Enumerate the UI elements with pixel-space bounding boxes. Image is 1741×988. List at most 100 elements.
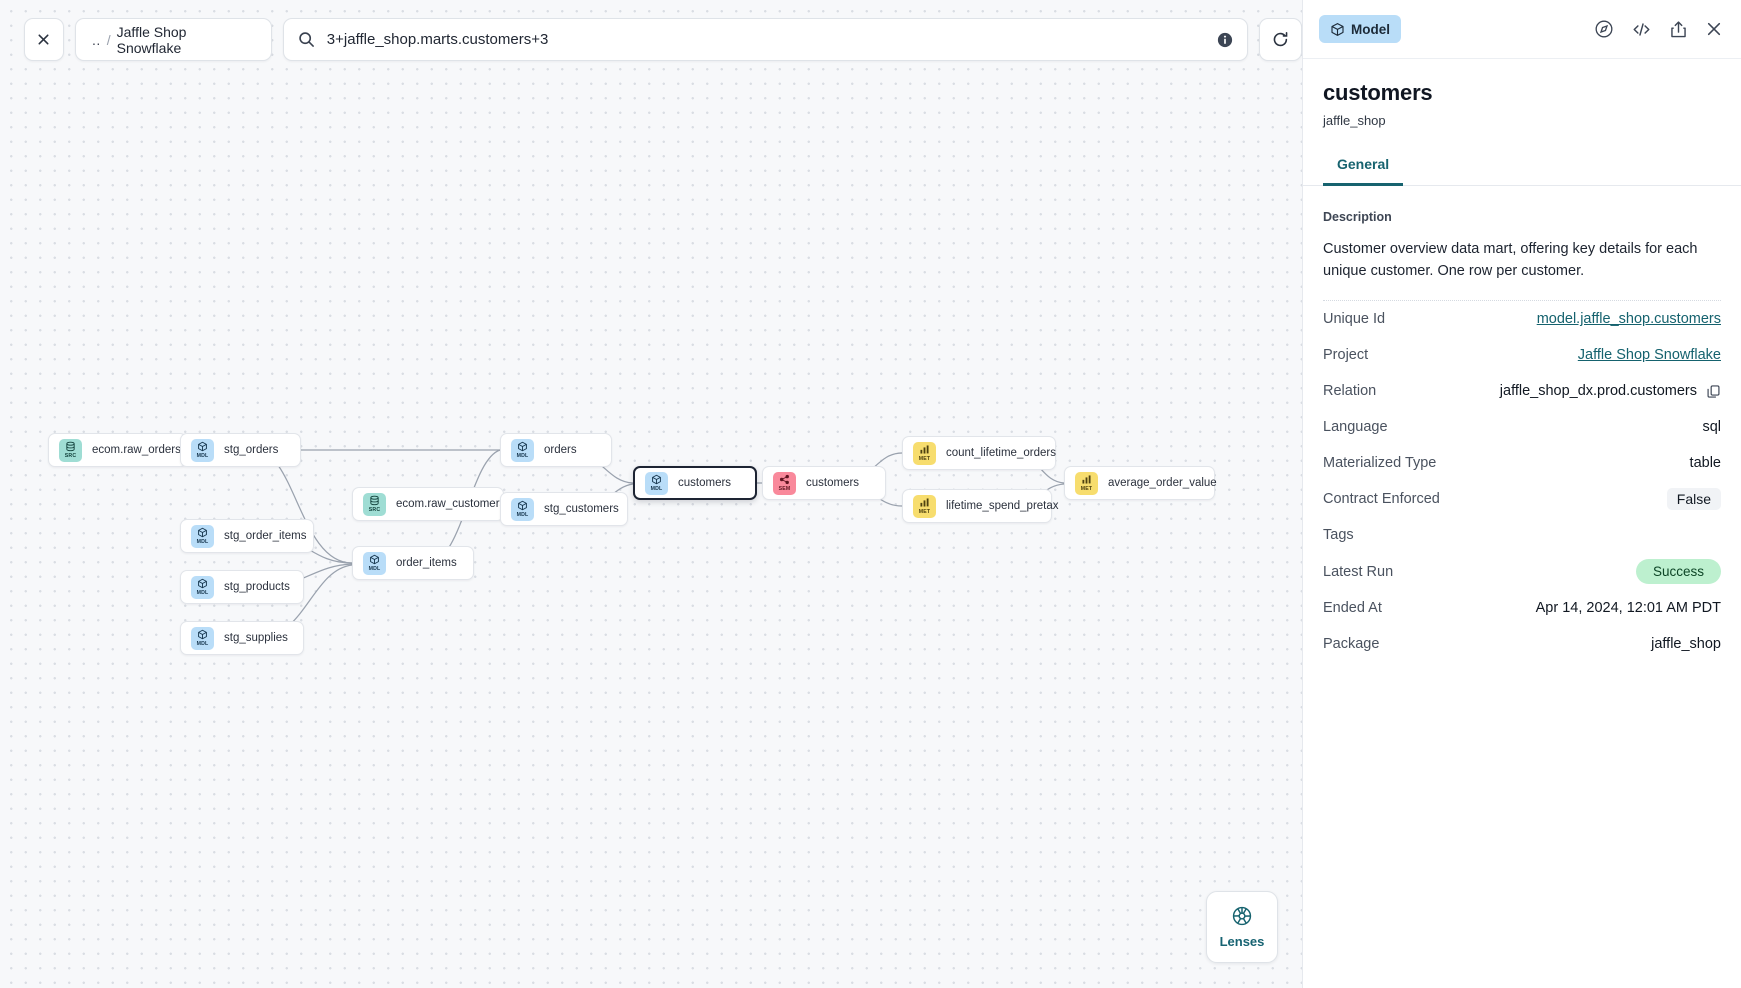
property-key: Language [1323, 419, 1388, 436]
property-value[interactable]: jaffle_shop_dx.prod.customers [1500, 383, 1721, 399]
property-value[interactable]: Jaffle Shop Snowflake [1577, 347, 1721, 364]
description-text: Customer overview data mart, offering ke… [1323, 238, 1721, 302]
property-value: sql [1702, 419, 1721, 436]
property-row: Package jaffle_shop [1323, 626, 1721, 662]
mdl-badge-icon: MDL [191, 575, 214, 599]
graph-node-label: stg_supplies [224, 632, 288, 644]
property-key: Tags [1323, 527, 1354, 544]
graph-node-label: customers [806, 477, 860, 489]
mdl-badge-icon: MDL [191, 438, 214, 462]
met-badge-icon: MET [913, 494, 936, 518]
met-badge-icon: MET [1075, 471, 1098, 495]
graph-node-label: customers [678, 477, 732, 489]
info-icon[interactable] [1217, 32, 1233, 48]
graph-node-order-items[interactable]: MDL order_items [352, 546, 474, 580]
property-value: table [1689, 455, 1721, 472]
property-value: Success [1635, 559, 1721, 585]
mdl-badge-icon: MDL [511, 497, 534, 521]
code-icon[interactable] [1631, 19, 1652, 40]
property-key: Unique Id [1323, 311, 1386, 328]
resource-type-badge: Model [1319, 15, 1401, 43]
property-key: Project [1323, 347, 1369, 364]
property-value: False [1666, 488, 1721, 511]
property-value: Apr 14, 2024, 12:01 AM PDT [1535, 600, 1721, 617]
graph-node-label: order_items [396, 557, 457, 569]
refresh-icon [1272, 31, 1289, 48]
details-panel: Model [1302, 0, 1741, 988]
lenses-button[interactable]: Lenses [1206, 891, 1278, 963]
src-badge-icon: SRC [363, 492, 386, 516]
graph-node-label: lifetime_spend_pretax [946, 500, 1059, 512]
cube-icon [1330, 22, 1345, 37]
property-row: Relation jaffle_shop_dx.prod.customers [1323, 373, 1721, 409]
graph-node-label: average_order_value [1108, 477, 1217, 489]
graph-node-average-order-value[interactable]: MET average_order_value [1064, 466, 1217, 500]
property-row: Contract Enforced False [1323, 481, 1721, 517]
property-key: Latest Run [1323, 563, 1394, 580]
property-row: Unique Id model.jaffle_shop.customers [1323, 301, 1721, 337]
status-badge[interactable]: Success [1635, 559, 1721, 585]
resource-type-label: Model [1351, 21, 1390, 37]
details-panel-header: Model [1303, 0, 1741, 59]
property-row: Materialized Type table [1323, 445, 1721, 481]
mdl-badge-icon: MDL [191, 524, 214, 548]
compass-icon[interactable] [1594, 19, 1614, 39]
property-key: Package [1323, 636, 1380, 653]
graph-node-stg-products[interactable]: MDL stg_products [180, 570, 304, 604]
sem-badge-icon: SEM [773, 471, 796, 495]
share-icon[interactable] [1669, 20, 1688, 39]
graph-node-label: count_lifetime_orders [946, 447, 1056, 459]
description-label: Description [1323, 210, 1392, 224]
breadcrumb-separator: / [106, 31, 111, 48]
mdl-badge-icon: MDL [645, 471, 668, 495]
mdl-badge-icon: MDL [363, 551, 386, 575]
page-title: customers [1323, 80, 1433, 105]
property-row: Ended At Apr 14, 2024, 12:01 AM PDT [1323, 590, 1721, 626]
graph-node-stg-order-items[interactable]: MDL stg_order_items [180, 519, 314, 553]
tab-general[interactable]: General [1323, 150, 1404, 186]
close-lineage-button[interactable] [24, 18, 64, 61]
search-input[interactable] [326, 31, 1206, 48]
graph-node-customers-model[interactable]: MDL customers [633, 466, 757, 500]
aperture-icon [1231, 905, 1253, 927]
refresh-button[interactable] [1259, 18, 1302, 61]
property-value: jaffle_shop [1651, 636, 1721, 653]
property-key: Ended At [1323, 600, 1382, 617]
relation-link[interactable]: jaffle_shop_dx.prod.customers [1499, 383, 1697, 400]
copy-icon[interactable] [1706, 384, 1721, 399]
breadcrumb-project-name: Jaffle Shop Snowflake [116, 23, 187, 56]
property-value[interactable]: model.jaffle_shop.customers [1536, 311, 1721, 328]
property-key: Contract Enforced [1323, 491, 1440, 508]
canvas-toolbar: .. / Jaffle Shop Snowflake [24, 18, 1302, 61]
lineage-search-box[interactable] [282, 18, 1249, 61]
property-row: Tags [1323, 517, 1721, 553]
graph-node-label: ecom.raw_orders [92, 444, 181, 456]
search-icon [298, 31, 315, 48]
close-icon[interactable] [1705, 20, 1723, 38]
property-row: Latest Run Success [1323, 553, 1721, 590]
property-key: Relation [1323, 383, 1377, 400]
lineage-canvas[interactable]: .. / Jaffle Shop Snowflake [0, 0, 1302, 988]
property-row: Project Jaffle Shop Snowflake [1323, 337, 1721, 373]
property-key: Materialized Type [1323, 455, 1437, 472]
graph-node-customers-semantic[interactable]: SEM customers [762, 466, 886, 500]
contract-enforced-chip: False [1666, 488, 1721, 511]
graph-node-stg-supplies[interactable]: MDL stg_supplies [180, 621, 304, 655]
mdl-badge-icon: MDL [191, 626, 214, 650]
graph-node-label: stg_order_items [224, 530, 307, 542]
property-row: Language sql [1323, 409, 1721, 445]
graph-node-label: orders [544, 444, 577, 456]
breadcrumb-dots: .. [91, 31, 101, 48]
graph-node-label: stg_products [224, 581, 290, 593]
graph-node-lifetime-spend-pretax[interactable]: MET lifetime_spend_pretax [902, 489, 1059, 523]
breadcrumb[interactable]: .. / Jaffle Shop Snowflake [74, 18, 272, 61]
